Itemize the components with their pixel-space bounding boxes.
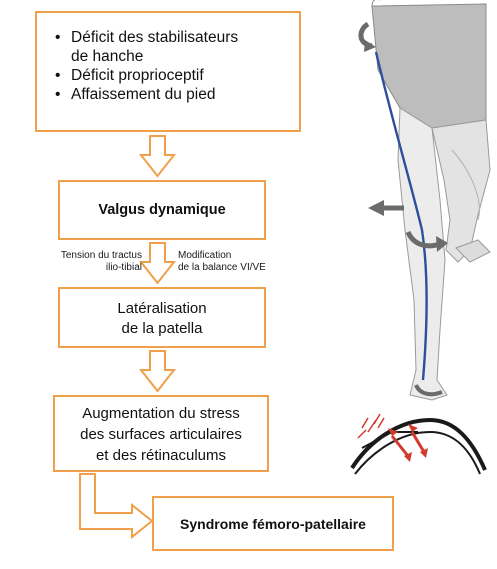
red-spark-marks xyxy=(358,414,384,438)
